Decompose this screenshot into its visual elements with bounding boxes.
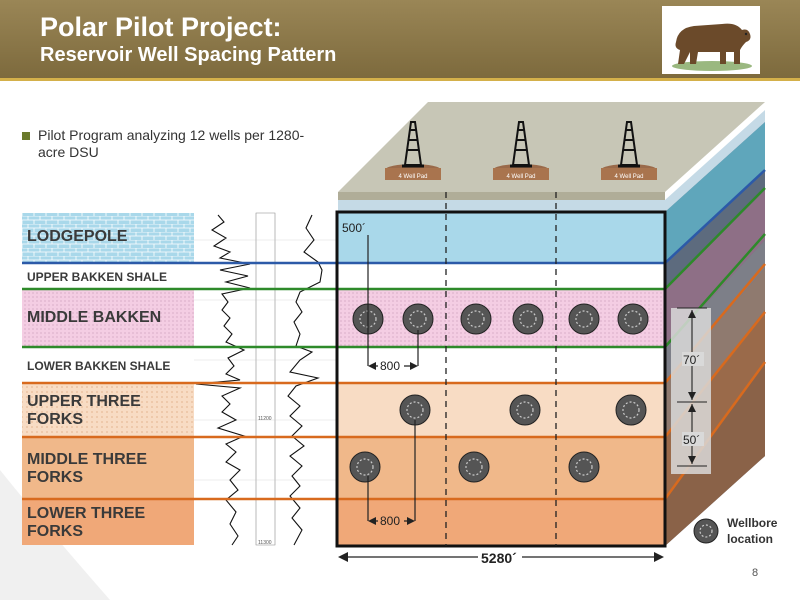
well-log-panel [194,213,336,545]
layer-label-middle-bakken: MIDDLE BAKKEN [27,309,162,326]
middle-bakken-band [22,289,194,347]
layer-label-lower-three-forks: LOWER THREE FORKS [27,505,146,540]
thickness-panel [671,308,711,474]
pad-label-2: 4 Well Pad [507,174,536,180]
lower-bakken-band [22,347,194,383]
log-depth-mark-1: 11200 [258,416,272,422]
layer-label-middle-three-forks: MIDDLE THREE FORKS [27,451,147,486]
legend-label: Wellbore location [727,516,778,546]
pad-label-1: 4 Well Pad [399,174,428,180]
front-upper-three-forks [337,383,665,437]
well-pad-1 [385,121,441,180]
spacing-label-500: 500´ [342,221,366,235]
background-swoosh [0,470,110,600]
bear-icon [672,23,752,71]
layer-label-lower-bakken-shale: LOWER BAKKEN SHALE [27,359,171,373]
front-lodgepole [337,212,665,262]
spacing-label-800-lower: 800 [380,514,400,528]
bear-logo [662,6,760,74]
layer-label-lodgepole: LODGEPOLE [27,228,128,245]
well-pad-3 [601,121,657,180]
front-upper-bakken [337,262,665,289]
pad-label-3: 4 Well Pad [615,174,644,180]
page-number: 8 [752,567,759,579]
resistivity-curve [287,214,323,546]
wellbore-legend-icon [693,518,719,544]
spacing-label-800-upper: 800 [380,359,400,373]
well-pad-2 [493,121,549,180]
wellbore-markers [349,303,649,483]
layer-label-upper-three-forks: UPPER THREE FORKS [27,393,141,428]
thickness-label-50: 50´ [683,433,700,447]
front-middle-bakken [337,289,665,347]
bullet-text: Pilot Program analyzing 12 wells per 128… [38,127,305,160]
lodgepole-band [22,213,194,263]
header-rule [0,78,800,81]
slide-subtitle: Reservoir Well Spacing Pattern [40,44,337,66]
dimension-arrowheads [338,362,664,562]
block-front-outline [335,210,667,548]
slide-title: Polar Pilot Project: [40,12,282,42]
upper-three-forks-band [22,383,194,437]
log-depth-mark-2: 11300 [258,540,272,546]
bullet-icon [22,132,30,140]
middle-three-forks-band [22,437,194,499]
lower-three-forks-band [22,499,194,545]
layer-label-upper-bakken-shale: UPPER BAKKEN SHALE [27,270,168,284]
width-label-5280: 5280´ [481,550,517,566]
section-divider-lines [445,192,557,546]
thickness-label-70: 70´ [683,353,700,367]
surface-top [338,102,765,192]
front-middle-three-forks [337,437,665,499]
upper-bakken-band [22,263,194,289]
